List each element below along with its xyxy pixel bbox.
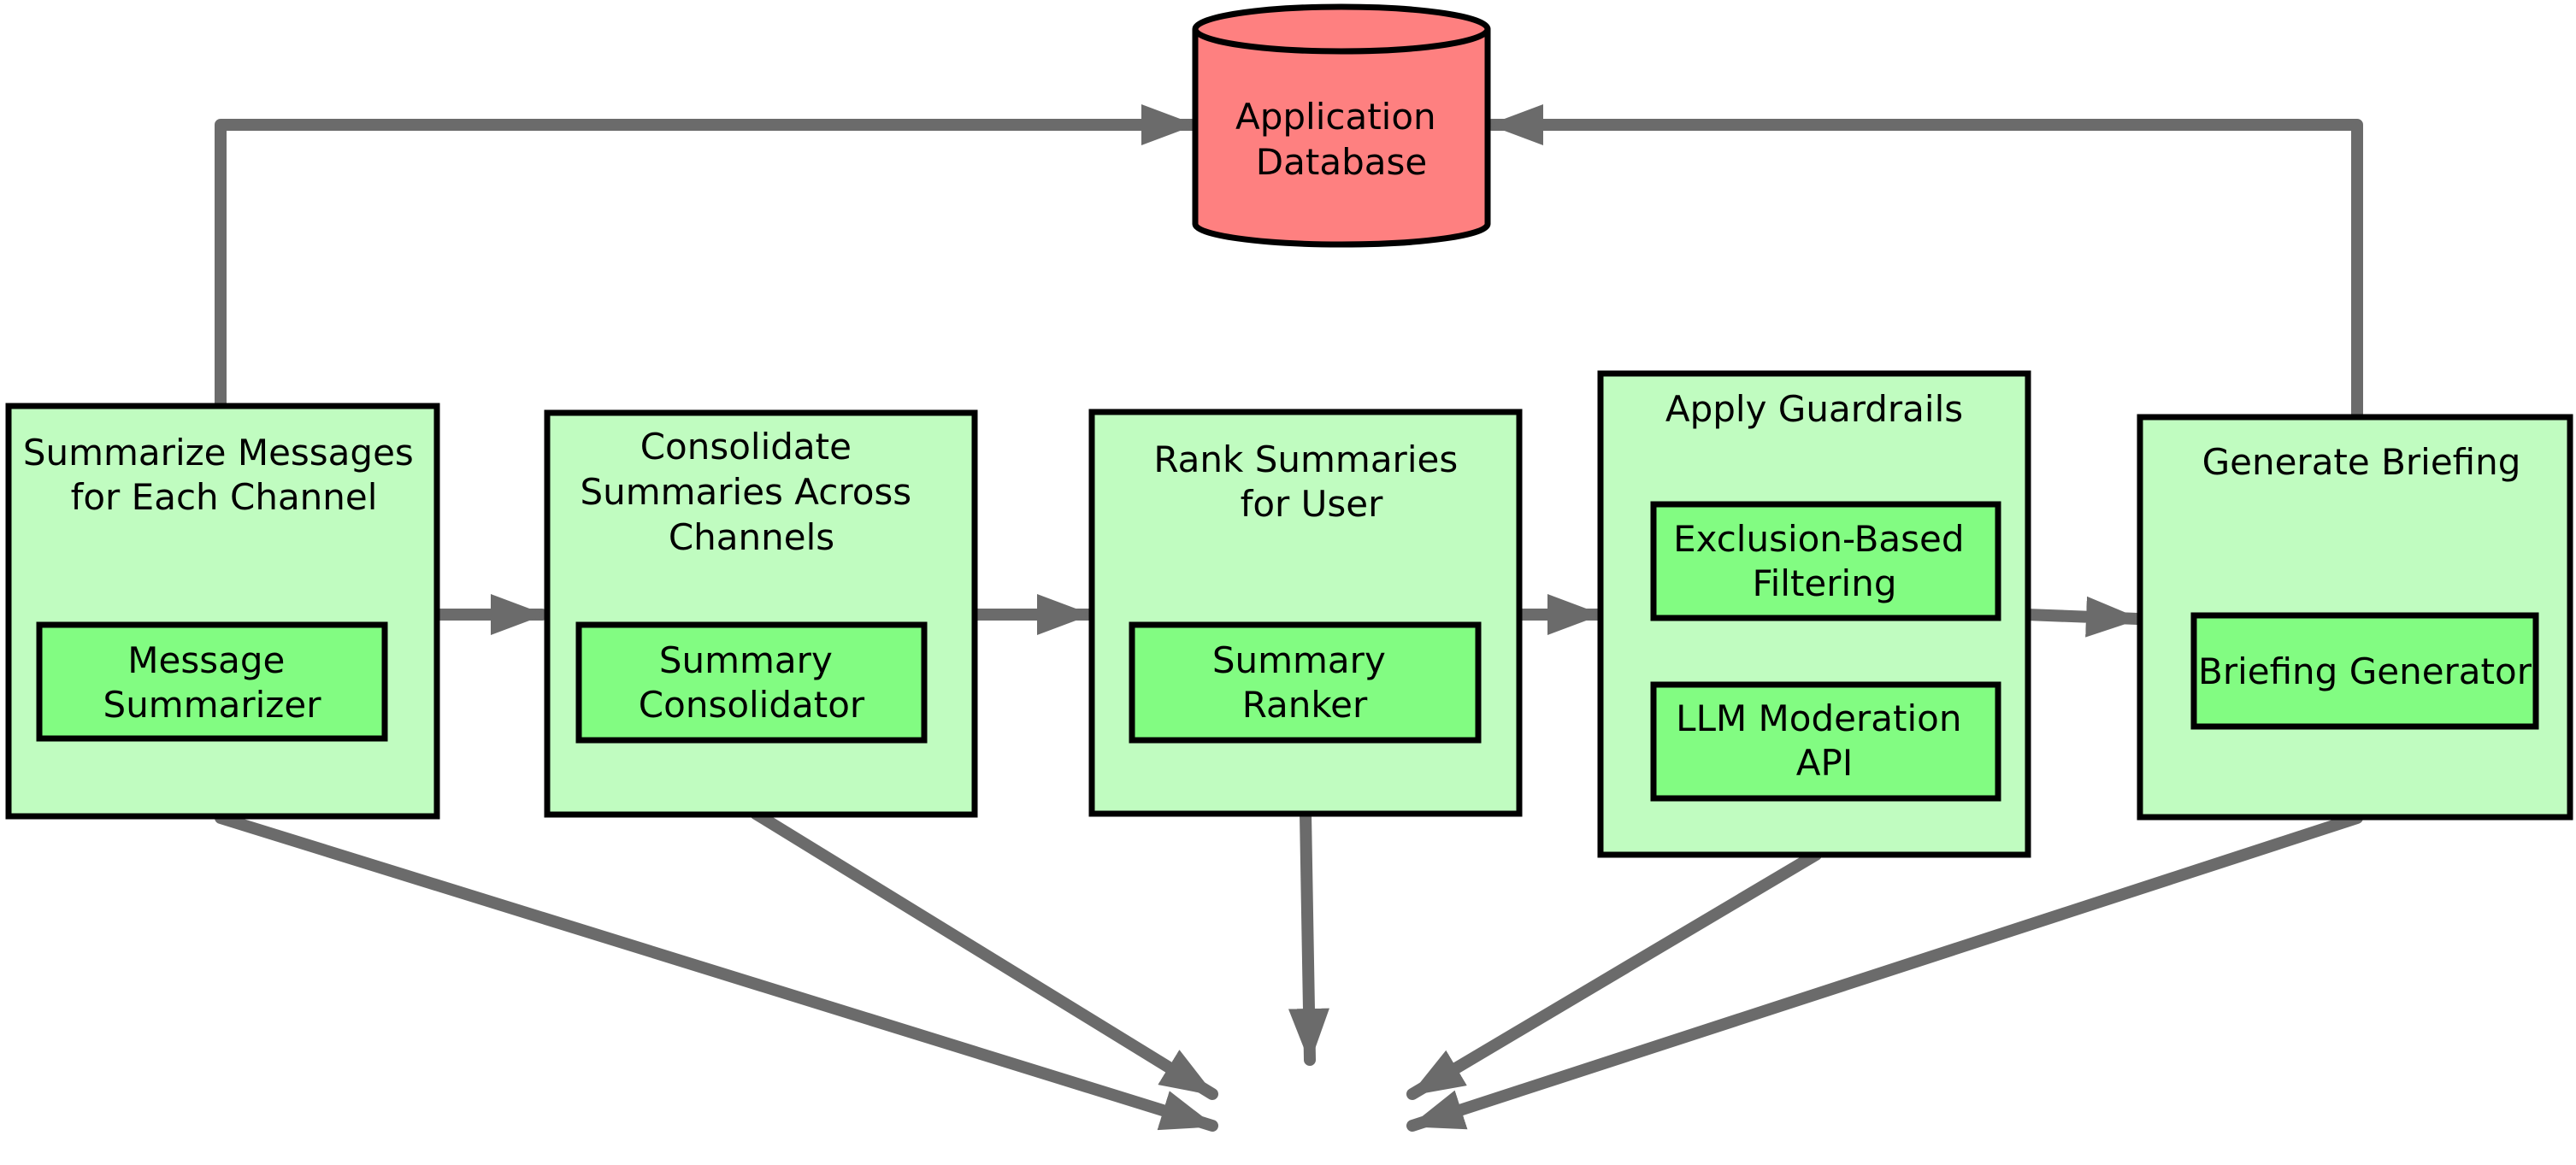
stage4-output-arrow [1406, 849, 1822, 1100]
component-label-briefing-generator: Briefing Generator [2198, 650, 2532, 692]
component-label-exclusion-filtering: Exclusion-Based Filtering [1673, 518, 1976, 604]
stage3-output-arrow [1288, 808, 1329, 1066]
component-box-message-summarizer [36, 621, 388, 742]
component-box-exclusion-filtering [1650, 501, 2001, 621]
stage1-to-database-arrow [215, 104, 1199, 412]
component-label-summary-consolidator: Summary Consolidator [639, 639, 865, 726]
stage-title: Consolidate Summaries Across Channels [580, 426, 923, 558]
stage1-output-arrow [215, 812, 1218, 1132]
component-box-llm-moderation [1650, 681, 2001, 802]
stage-box [1088, 409, 1523, 817]
component-label-llm-moderation: LLM Moderation API [1676, 697, 1973, 784]
stage-generate-briefing: Generate Briefing Briefing Generator [2137, 414, 2573, 821]
component-box-briefing-generator [2190, 612, 2539, 730]
stage-flow-arrows [432, 594, 2143, 638]
stage-consolidate-summaries: Consolidate Summaries Across Channels Su… [544, 409, 978, 818]
stage2-output-arrow [750, 808, 1218, 1100]
stage-title: Generate Briefing [2202, 441, 2521, 483]
component-box-summary-consolidator [575, 621, 928, 744]
stage5-to-database-arrow [1486, 104, 2363, 423]
stage-apply-guardrails: Apply Guardrails Exclusion-Based Filteri… [1597, 370, 2031, 858]
stage-summarize-messages: Summarize Messages for Each Channel Mess… [5, 403, 440, 820]
component-box-summary-ranker [1129, 621, 1482, 744]
stage-box [5, 403, 440, 820]
database-connectors [215, 104, 2363, 423]
component-label-summary-ranker: Summary Ranker [1212, 639, 1397, 726]
database-label: Application Database [1235, 96, 1447, 183]
application-database: Application Database [1192, 3, 1491, 248]
stage-rank-summaries: Rank Summaries for User Summary Ranker [1088, 409, 1523, 817]
stage-title: Apply Guardrails [1665, 388, 1963, 430]
stage4-to-stage5-arrow [2020, 596, 2143, 638]
database-top [1192, 3, 1491, 55]
stage-box [544, 409, 978, 818]
stage-title: Summarize Messages for Each Channel [23, 432, 425, 518]
output-arrows [215, 808, 2363, 1132]
stage5-output-arrow [1406, 812, 2363, 1132]
database-body [1192, 29, 1491, 248]
stage-title: Rank Summaries for User [1153, 438, 1469, 525]
component-label-message-summarizer: Message Summarizer [103, 639, 322, 726]
